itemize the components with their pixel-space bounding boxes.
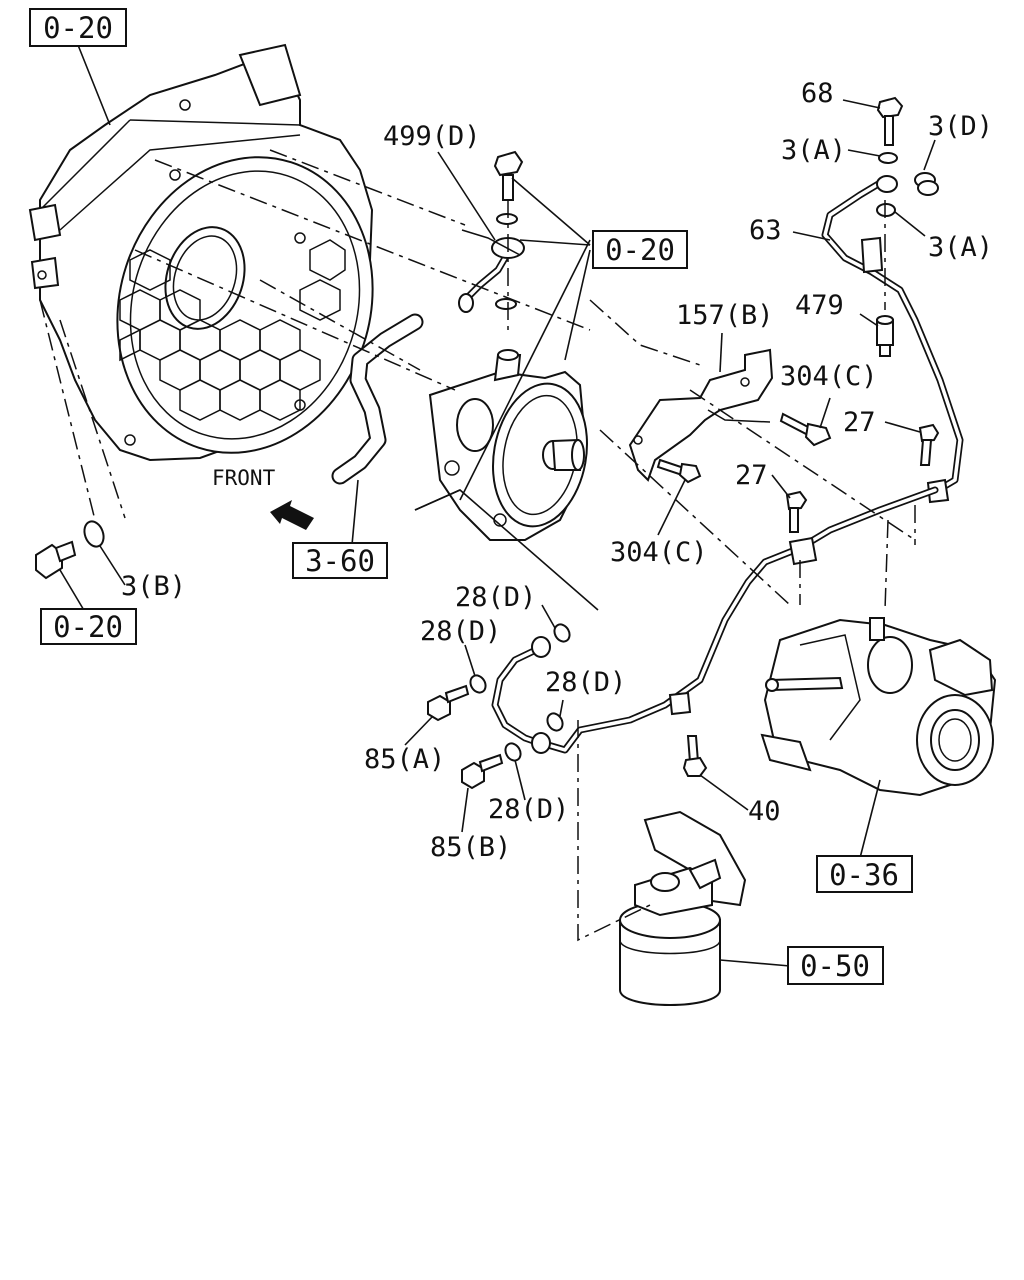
callout-3d: 3(D) — [928, 111, 993, 142]
bolt-68 — [876, 96, 904, 146]
callout-304c-lower: 304(C) — [610, 537, 708, 568]
washer-28d-4 — [504, 742, 522, 762]
svg-text:0-20: 0-20 — [605, 233, 675, 267]
callout-3a-upper: 3(A) — [781, 135, 846, 166]
callout-28d-2: 28(D) — [420, 616, 501, 647]
alignment-lines — [39, 149, 916, 942]
callout-27-upper: 27 — [843, 407, 876, 438]
svg-text:0-20: 0-20 — [53, 610, 123, 644]
callout-28d-4: 28(D) — [488, 794, 569, 825]
bolt-40 — [682, 735, 708, 777]
front-direction-label: FRONT — [212, 466, 276, 490]
callout-63: 63 — [749, 215, 782, 246]
arrow-upper-left-icon — [270, 500, 314, 530]
nut-3d — [914, 172, 939, 196]
bolt-85a — [427, 684, 470, 722]
callout-3b: 3(B) — [121, 571, 186, 602]
callout-85b: 85(B) — [430, 832, 511, 863]
hose-fitting-499d — [458, 229, 525, 313]
svg-text:0-36: 0-36 — [829, 858, 899, 892]
callout-479: 479 — [795, 290, 844, 321]
callout-28d-3: 28(D) — [545, 667, 626, 698]
callout-27-lower: 27 — [735, 460, 768, 491]
washer-upper — [496, 213, 518, 225]
callout-28d-1: 28(D) — [455, 582, 536, 613]
turbocharger — [760, 617, 997, 797]
svg-text:0-20: 0-20 — [43, 11, 113, 45]
washer-28d-2 — [469, 674, 487, 694]
oil-pipe-63 — [821, 175, 964, 504]
washer-28d-1 — [553, 623, 571, 643]
bolt-85b — [461, 753, 504, 790]
vacuum-pump — [428, 349, 588, 541]
washer-3b — [83, 520, 105, 548]
svg-text:0-50: 0-50 — [800, 949, 870, 983]
ref-box-0-36: 0-36 — [816, 855, 913, 893]
vacuum-hose — [331, 313, 424, 485]
callout-499d: 499(D) — [383, 121, 481, 152]
callout-3a-mid: 3(A) — [928, 232, 993, 263]
callout-68: 68 — [801, 78, 834, 109]
callout-304c-upper: 304(C) — [780, 361, 878, 392]
bracket-157b — [628, 348, 774, 482]
bolt-304c-lower — [656, 458, 702, 484]
washer-28d-3 — [546, 712, 564, 732]
callout-40: 40 — [748, 796, 781, 827]
adapter-479 — [876, 315, 894, 357]
bolt-27-upper — [918, 423, 940, 466]
washer-3a-lower — [876, 203, 896, 217]
flywheel-housing — [28, 43, 374, 462]
ref-box-0-50: 0-50 — [787, 946, 884, 985]
ref-box-0-20-bottomleft: 0-20 — [40, 608, 137, 645]
leader-lines — [59, 44, 936, 967]
oil-pipe-lower — [544, 486, 939, 754]
ref-box-3-60: 3-60 — [292, 542, 388, 579]
washer-lower — [495, 298, 517, 310]
ref-box-0-20-mid: 0-20 — [592, 230, 688, 269]
callout-85a: 85(A) — [364, 744, 445, 775]
bolt-0-20 — [35, 540, 77, 580]
bolt-304c-upper — [779, 412, 832, 447]
oil-feed-pipe — [491, 636, 551, 754]
oil-filter — [619, 810, 747, 1006]
svg-text:3-60: 3-60 — [305, 544, 375, 578]
reference-lines — [414, 177, 599, 611]
ref-box-0-20-topleft: 0-20 — [29, 8, 127, 47]
callout-157b: 157(B) — [676, 300, 774, 331]
eye-bolt — [493, 150, 524, 201]
bolt-27-lower — [785, 490, 808, 533]
washer-3a-upper — [878, 152, 898, 164]
